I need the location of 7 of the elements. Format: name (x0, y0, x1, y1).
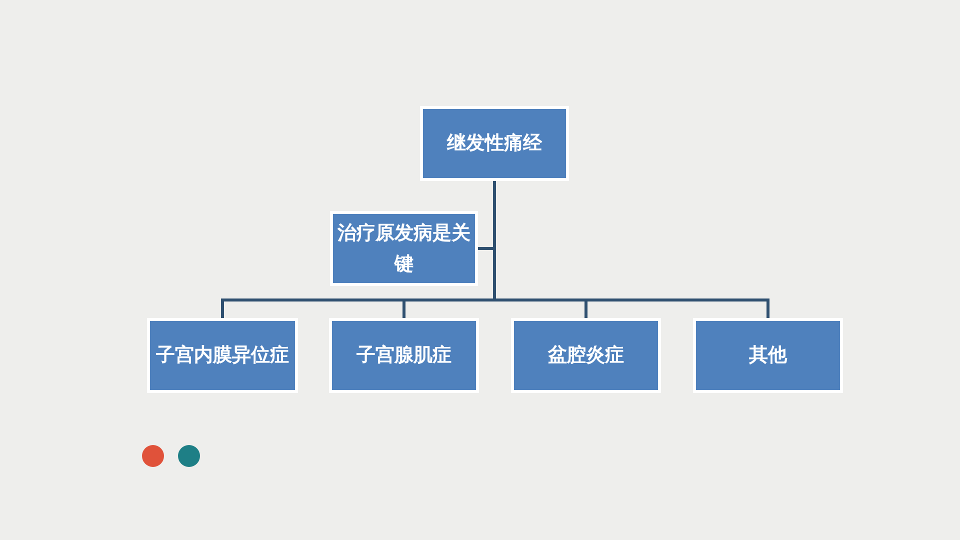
category-box: 盆腔炎症 (511, 318, 661, 393)
category-box: 其他 (693, 318, 843, 393)
category-box: 子宫腺肌症 (329, 318, 479, 393)
connector-line (493, 181, 770, 318)
category-box: 子宫内膜异位症 (147, 318, 298, 393)
root-box: 继发性痛经 (420, 106, 569, 181)
note-box: 治疗原发病是关键 (330, 211, 478, 286)
